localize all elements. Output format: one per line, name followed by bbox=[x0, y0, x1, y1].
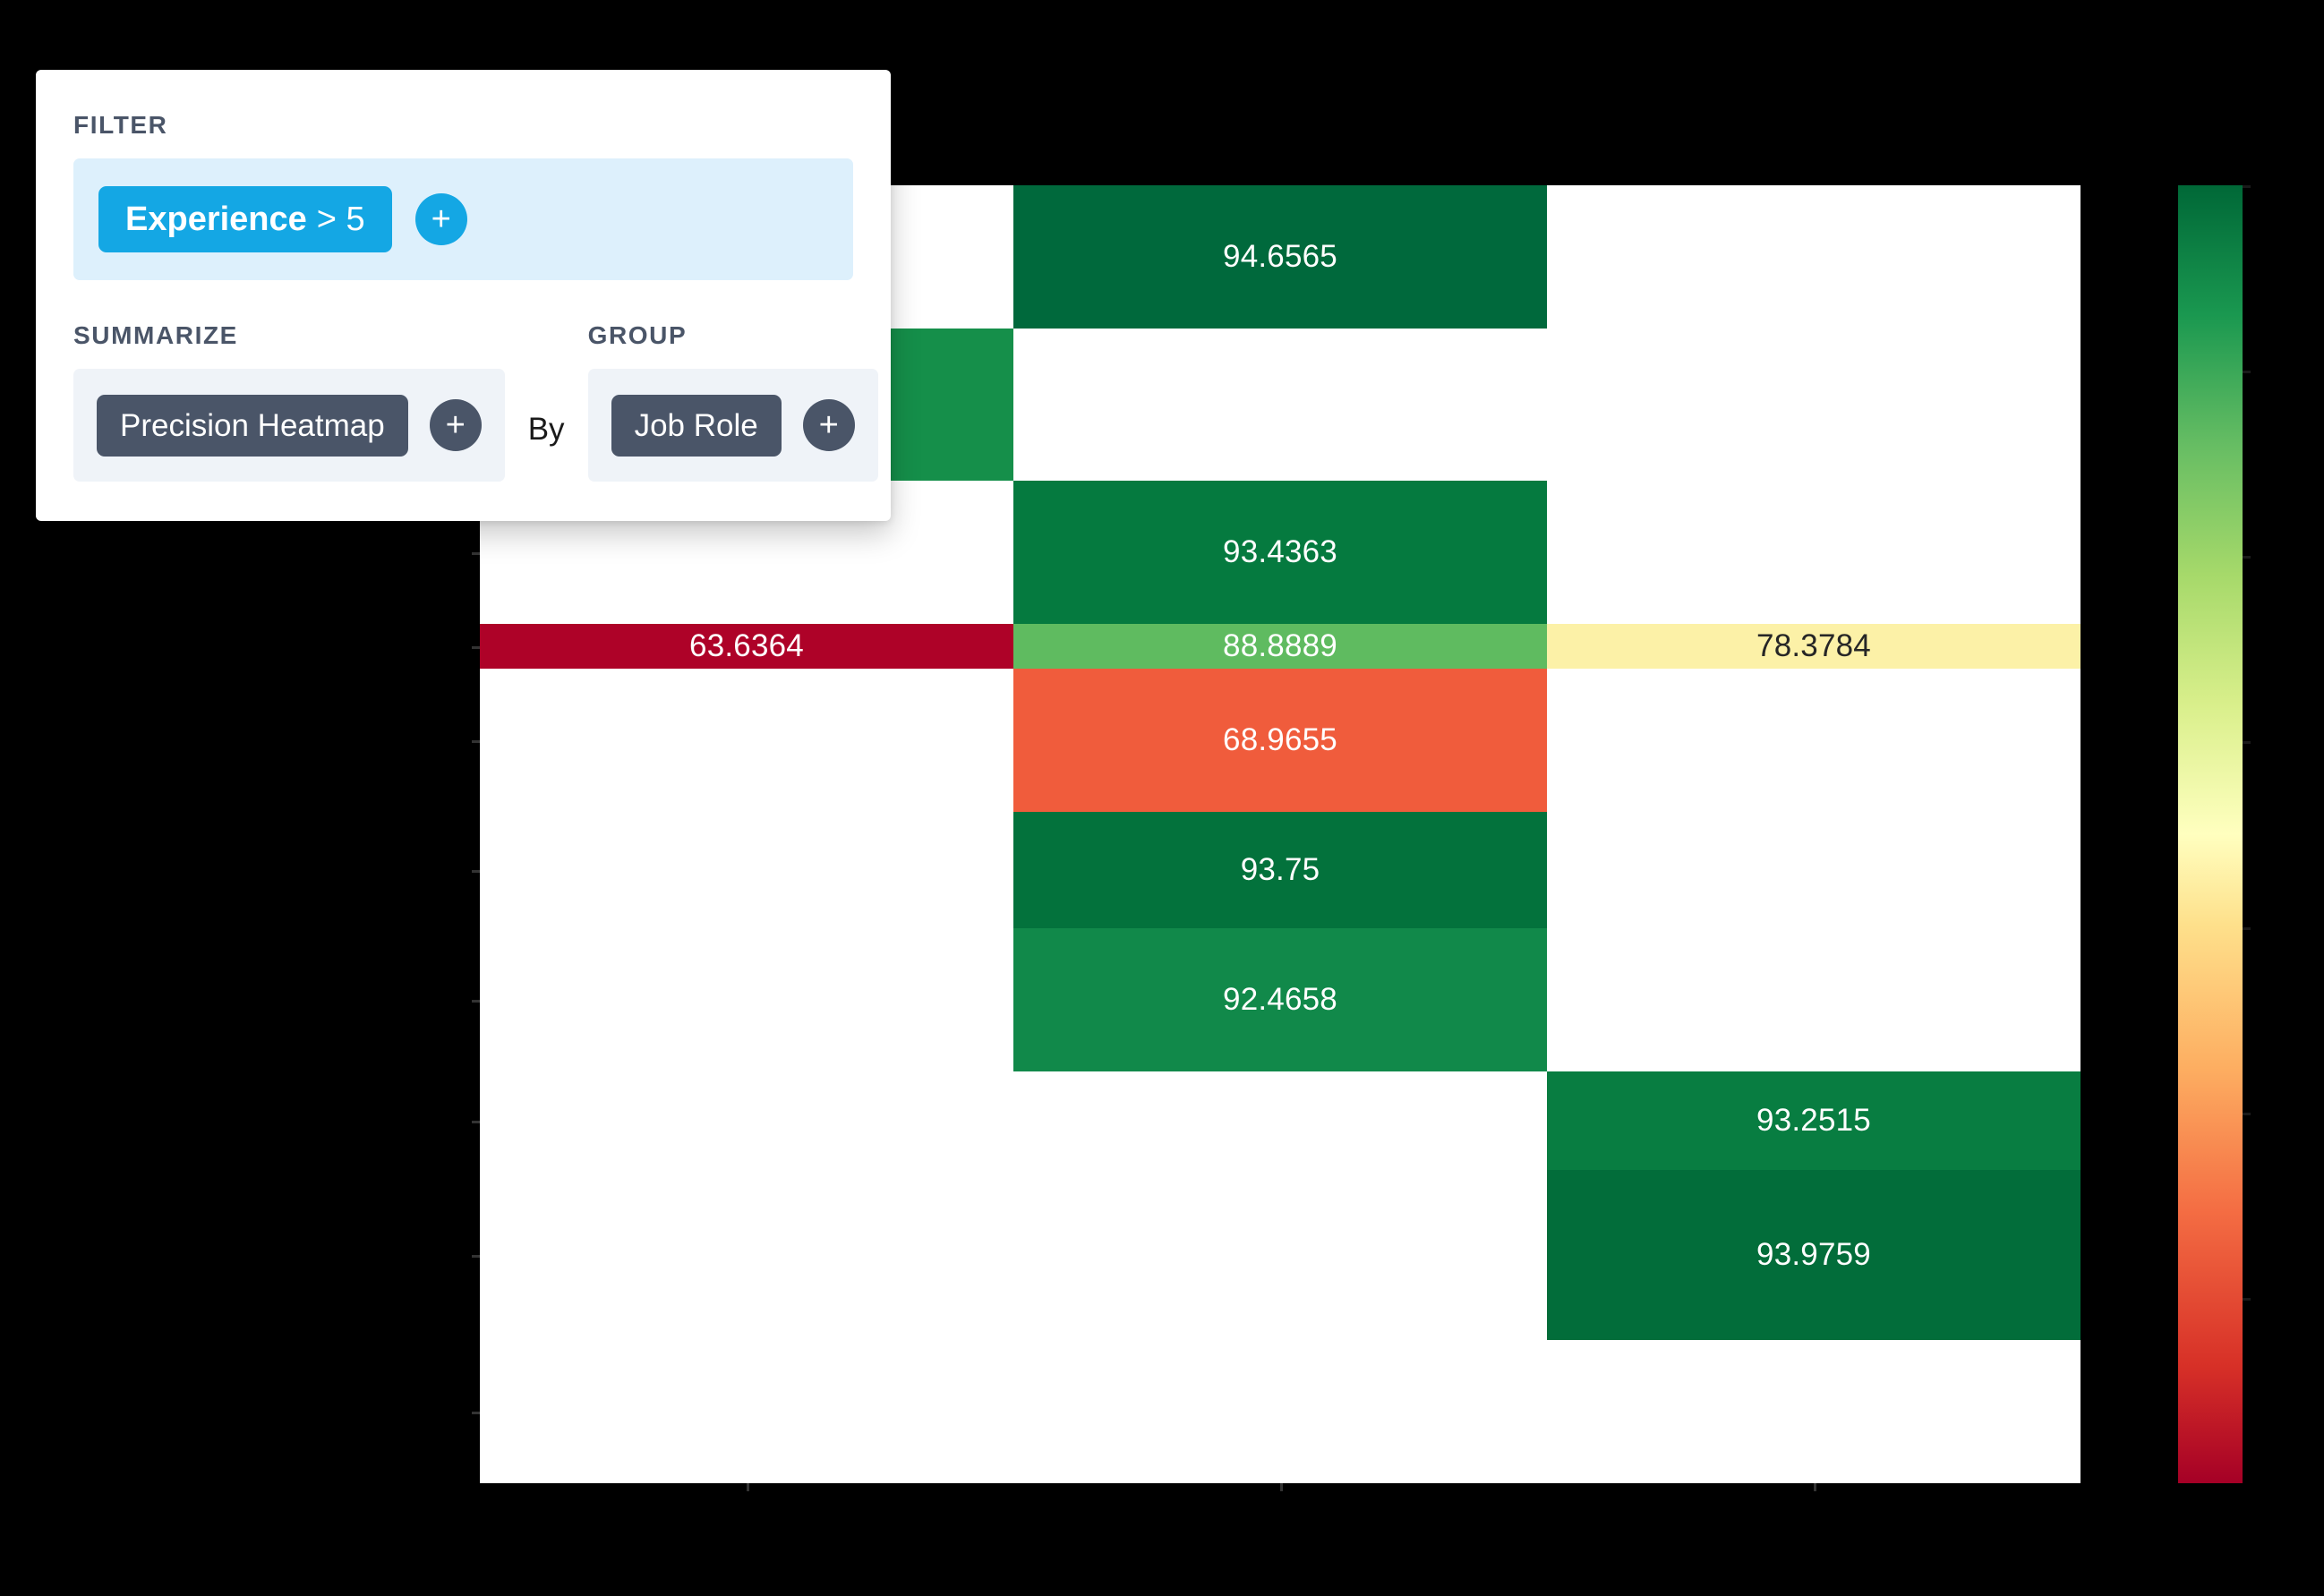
heatmap-cell-value: 78.3784 bbox=[1756, 628, 1871, 663]
heatmap-cell-value: 93.75 bbox=[1240, 852, 1320, 887]
filter-chip-condition: > 5 bbox=[316, 201, 365, 238]
colorbar: 65 70 75 80 85 90 95 bbox=[2178, 170, 2285, 1483]
heatmap-cell-value: 88.8889 bbox=[1223, 628, 1337, 663]
heatmap-cell-value: 92.4658 bbox=[1223, 982, 1337, 1017]
heatmap-cell[interactable]: 92.4658 bbox=[1013, 928, 1547, 1071]
colorbar-tick-label: 95 bbox=[2255, 170, 2286, 200]
heatmap-cell[interactable]: 93.4363 bbox=[1013, 481, 1547, 624]
y-axis-tick bbox=[472, 870, 480, 873]
summarize-section-label: SUMMARIZE bbox=[73, 321, 238, 349]
summarize-group-row: SUMMARIZE Precision Heatmap + By GROUP J… bbox=[73, 321, 878, 482]
heatmap-cell[interactable]: 78.3784 bbox=[1547, 624, 2080, 669]
heatmap-cell-value: 93.4363 bbox=[1223, 534, 1337, 569]
colorbar-tick-label: 85 bbox=[2255, 541, 2286, 571]
filter-slot[interactable]: Experience > 5 + bbox=[73, 158, 853, 280]
add-filter-icon[interactable]: + bbox=[414, 193, 467, 245]
summarize-section: SUMMARIZE Precision Heatmap + bbox=[73, 321, 505, 482]
heatmap-cell-value: 93.9759 bbox=[1756, 1237, 1871, 1272]
y-axis-tick bbox=[472, 1255, 480, 1258]
y-axis-tick bbox=[472, 1121, 480, 1123]
y-axis-tick bbox=[472, 1412, 480, 1414]
add-group-icon[interactable]: + bbox=[802, 399, 855, 451]
x-axis-tick bbox=[747, 1483, 749, 1491]
filter-chip-field: Experience bbox=[125, 201, 307, 238]
colorbar-tick bbox=[2243, 556, 2251, 559]
heatmap-cell-value: 68.9655 bbox=[1223, 722, 1337, 757]
heatmap-cell[interactable]: 88.8889 bbox=[1013, 624, 1547, 669]
group-section: GROUP Job Role + bbox=[587, 321, 878, 482]
heatmap-cell[interactable]: 93.75 bbox=[1013, 812, 1547, 928]
x-axis-tick bbox=[1814, 1483, 1816, 1491]
heatmap-cell-value: 93.2515 bbox=[1756, 1103, 1871, 1138]
query-builder-panel: FILTER Experience > 5 + SUMMARIZE Precis… bbox=[36, 70, 891, 521]
colorbar-tick bbox=[2243, 371, 2251, 374]
colorbar-tick bbox=[2243, 185, 2251, 188]
summarize-slot[interactable]: Precision Heatmap + bbox=[73, 369, 505, 482]
by-connector-label: By bbox=[527, 412, 565, 447]
x-axis-tick bbox=[1280, 1483, 1283, 1491]
heatmap-cell[interactable]: 68.9655 bbox=[1013, 669, 1547, 812]
y-axis-tick bbox=[472, 646, 480, 649]
filter-chip-experience[interactable]: Experience > 5 bbox=[98, 186, 392, 252]
filter-section-label: FILTER bbox=[73, 111, 168, 139]
group-section-label: GROUP bbox=[587, 321, 688, 349]
heatmap-cell[interactable]: 94.6565 bbox=[1013, 185, 1547, 329]
colorbar-tick-label: 65 bbox=[2255, 1282, 2286, 1312]
colorbar-tick bbox=[2243, 926, 2251, 930]
colorbar-tick-label: 70 bbox=[2255, 1097, 2286, 1127]
colorbar-tick-label: 75 bbox=[2255, 911, 2286, 942]
colorbar-tick bbox=[2243, 1112, 2251, 1115]
y-axis-tick bbox=[472, 740, 480, 743]
y-axis-tick bbox=[472, 552, 480, 555]
heatmap-cell[interactable]: 63.6364 bbox=[480, 624, 1013, 669]
group-chip-job-role[interactable]: Job Role bbox=[611, 394, 782, 457]
colorbar-tick bbox=[2243, 741, 2251, 745]
add-summarize-icon[interactable]: + bbox=[429, 399, 482, 451]
heatmap-cell-value: 94.6565 bbox=[1223, 239, 1337, 274]
colorbar-tick-label: 80 bbox=[2255, 726, 2286, 756]
heatmap-cell[interactable]: 93.9759 bbox=[1547, 1170, 2080, 1340]
heatmap-cell[interactable]: 93.2515 bbox=[1547, 1071, 2080, 1170]
summarize-chip-precision-heatmap[interactable]: Precision Heatmap bbox=[97, 394, 408, 457]
colorbar-tick-label: 90 bbox=[2255, 355, 2286, 386]
heatmap-cell-value: 63.6364 bbox=[689, 628, 804, 663]
group-slot[interactable]: Job Role + bbox=[587, 369, 878, 482]
colorbar-tick bbox=[2243, 1297, 2251, 1301]
colorbar-gradient bbox=[2178, 185, 2243, 1483]
y-axis-tick bbox=[472, 1000, 480, 1003]
heatmap-plot: 94.6565 93.4363 63.6364 88.8889 78.3784 68.96… bbox=[472, 185, 2080, 1491]
